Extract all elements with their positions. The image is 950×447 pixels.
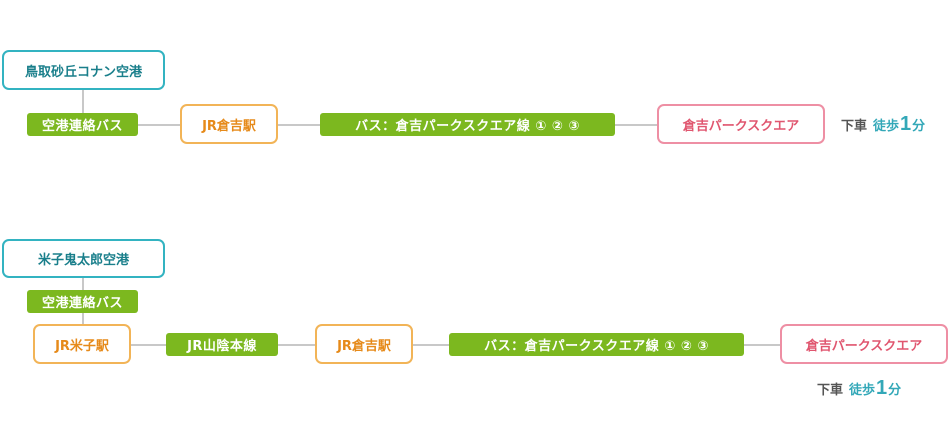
route2-bus-label: バス：倉吉パークスクエア線 ① ② ③: [484, 339, 709, 354]
route1-walk-unit: 分: [912, 119, 926, 134]
route2-getoff-label: 下車: [817, 383, 844, 398]
route1-airport-label: 鳥取砂丘コナン空港: [24, 64, 142, 80]
route2-walk-info: 下車 徒歩 1 分: [817, 377, 901, 400]
route1-airport-box: 鳥取砂丘コナン空港: [2, 50, 165, 90]
route2-airport-box: 米子鬼太郎空港: [2, 239, 165, 278]
route1-shuttle-label: 空港連絡バス: [41, 119, 123, 134]
route1-destination-label: 倉吉パークスクエア: [682, 118, 800, 134]
route2-train-line: JR山陰本線: [166, 333, 278, 356]
route2-walk-label: 徒歩: [849, 383, 876, 398]
route2-destination-label: 倉吉パークスクエア: [805, 338, 923, 354]
route1-walk-label: 徒歩: [873, 119, 900, 134]
route1-shuttle-bus: 空港連絡バス: [27, 113, 138, 136]
route2-shuttle-label: 空港連絡バス: [41, 296, 123, 311]
route2-station2-box: JR倉吉駅: [315, 324, 413, 364]
route1-connector-vertical: [82, 88, 84, 126]
route2-station1-label: JR米子駅: [55, 338, 109, 354]
route1-destination-box: 倉吉パークスクエア: [657, 104, 825, 144]
route2-walk-unit: 分: [888, 383, 902, 398]
route2-walk-minutes: 1: [876, 377, 888, 399]
route1-station-label: JR倉吉駅: [202, 118, 256, 134]
route2-shuttle-bus: 空港連絡バス: [27, 290, 138, 313]
route1-walk-info: 下車 徒歩 1 分: [841, 113, 925, 136]
route2-bus-line: バス：倉吉パークスクエア線 ① ② ③: [449, 333, 744, 356]
route1-bus-label: バス：倉吉パークスクエア線 ① ② ③: [355, 119, 580, 134]
route1-station-box: JR倉吉駅: [180, 104, 278, 144]
route2-station2-label: JR倉吉駅: [337, 338, 391, 354]
route1-walk-minutes: 1: [900, 113, 912, 135]
route2-train-label: JR山陰本線: [187, 339, 257, 354]
route2-station1-box: JR米子駅: [33, 324, 131, 364]
route1-getoff-label: 下車: [841, 119, 868, 134]
route2-destination-box: 倉吉パークスクエア: [780, 324, 948, 364]
route2-airport-label: 米子鬼太郎空港: [37, 253, 129, 268]
route1-bus-line: バス：倉吉パークスクエア線 ① ② ③: [320, 113, 615, 136]
